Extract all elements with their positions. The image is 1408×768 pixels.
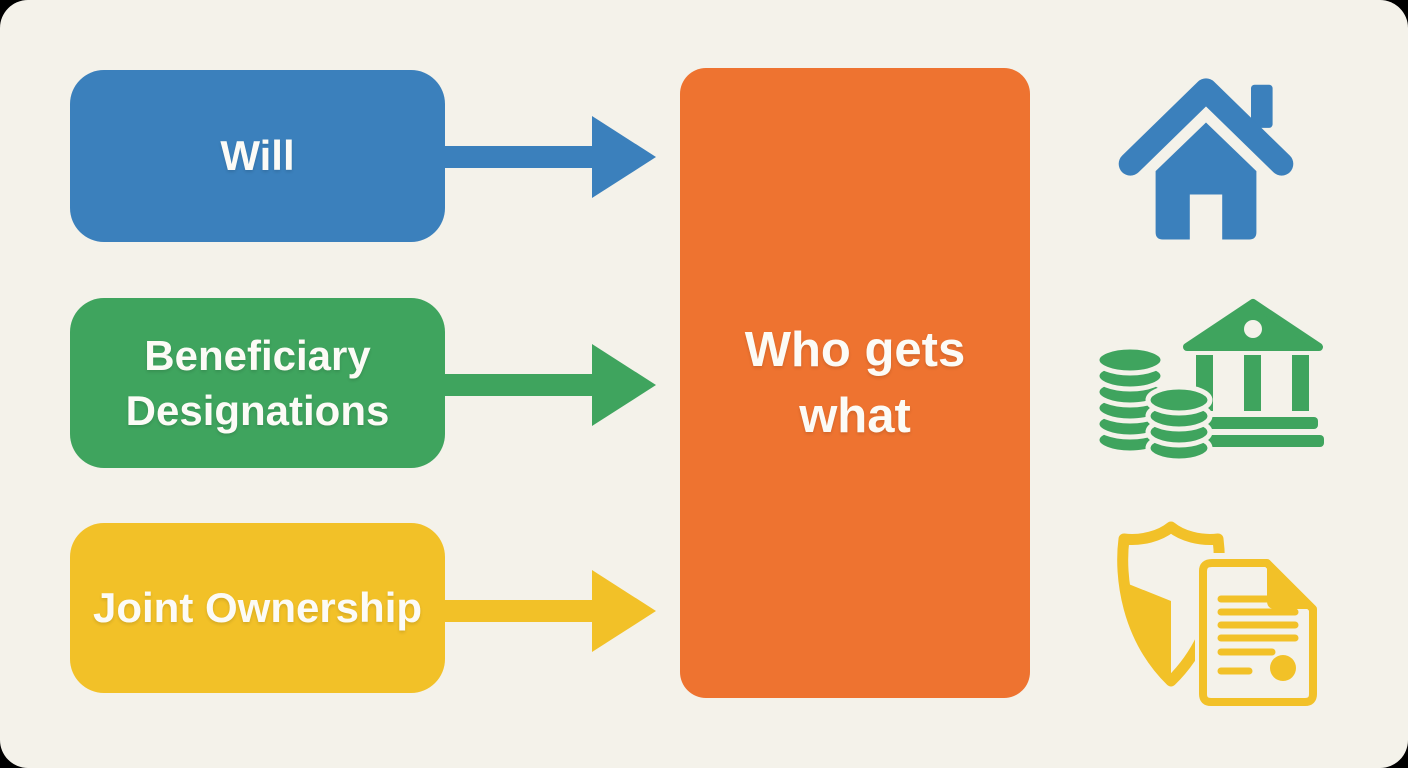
shield-document-icon [1117, 521, 1321, 710]
source-box-will: Will [70, 70, 445, 242]
house-icon [1118, 78, 1294, 240]
arrow-joint-to-center [444, 570, 656, 652]
source-box-will-label: Will [220, 132, 295, 180]
center-box-who-gets-what: Who gets what [680, 68, 1030, 698]
source-box-joint-ownership: Joint Ownership [70, 523, 445, 693]
source-box-beneficiary-label: Beneficiary Designations [125, 331, 390, 434]
arrow-beneficiary-to-center [444, 344, 656, 426]
arrow-will-to-center [444, 116, 656, 198]
source-box-beneficiary-designations: Beneficiary Designations [70, 298, 445, 468]
coins-bank-icon [1094, 299, 1324, 464]
source-box-joint-label: Joint Ownership [92, 584, 423, 632]
center-box-label: Who gets what [744, 322, 966, 443]
